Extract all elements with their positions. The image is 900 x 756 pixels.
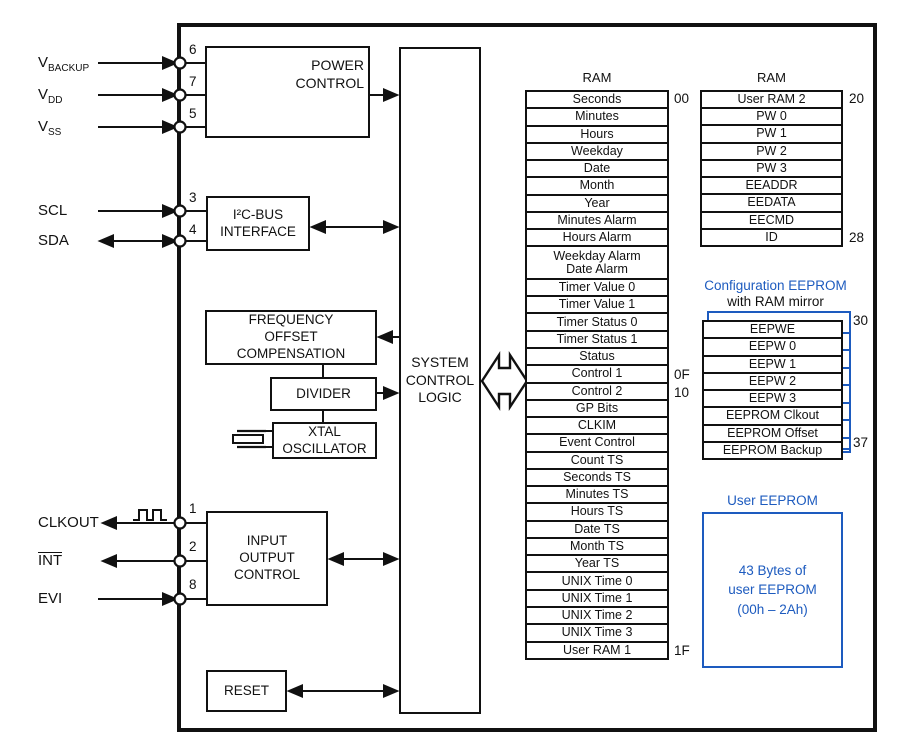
pin-label-int: INT <box>38 552 63 569</box>
pin-label-sub: BACKUP <box>48 63 90 74</box>
addr-00: 00 <box>674 91 690 106</box>
user-eeprom-text-line: user EEPROM <box>728 582 817 598</box>
ram-right-title: RAM <box>757 70 786 85</box>
register-cell: Minutes TS <box>525 485 669 505</box>
ram-left-table: Seconds Minutes Hours Weekday Date Month… <box>525 90 669 660</box>
pin-label-sub: SS <box>48 127 62 138</box>
crystal-icon <box>232 429 272 449</box>
pin-number-8: 8 <box>189 577 197 592</box>
addr-1F: 1F <box>674 643 690 658</box>
pin-label-sda: SDA <box>38 232 69 249</box>
config-eeprom-subtitle: with RAM mirror <box>727 294 824 309</box>
pin-circles <box>173 56 187 606</box>
pin-label-text: V <box>38 86 49 103</box>
ram-left-title: RAM <box>582 70 612 85</box>
pin-label-clkout: CLKOUT <box>38 514 99 531</box>
internal-arrows <box>286 87 400 699</box>
config-eeprom-table: EEPWE EEPW 0 EEPW 1 EEPW 2 EEPW 3 EEPROM… <box>702 320 843 460</box>
register-cell: User RAM 1 <box>525 640 669 660</box>
user-eeprom-text-line: 43 Bytes of <box>738 562 807 578</box>
block-label-line: CONTROL <box>405 371 475 388</box>
block-label-line: XTAL <box>308 423 341 439</box>
block-label-line: INTERFACE <box>220 223 296 239</box>
register-cell: Weekday <box>525 141 669 162</box>
pin-number-1: 1 <box>189 501 197 516</box>
input-output-control-block: INPUT OUTPUT CONTROL <box>206 511 328 606</box>
block-label-line: INPUT <box>246 533 288 549</box>
block-label-line: FREQUENCY <box>248 312 334 328</box>
pin-label-vss: VSS <box>38 118 61 138</box>
pin-label-vbackup: VBACKUP <box>38 54 89 74</box>
pin-number-7: 7 <box>189 74 197 89</box>
register-cell: EEPWE <box>702 320 843 340</box>
addr-30: 30 <box>853 313 869 328</box>
bus-double-arrow <box>480 350 529 412</box>
clock-waveform-icon <box>133 509 167 521</box>
addr-28: 28 <box>849 230 865 245</box>
chip-outline <box>177 23 877 732</box>
register-cell-weekday-date-alarm: Weekday Alarm Date Alarm <box>525 245 669 280</box>
i2c-bus-interface-block: I²C-BUS INTERFACE <box>206 196 310 251</box>
block-label-line: CONTROL <box>295 75 364 92</box>
reset-block: RESET <box>206 670 287 712</box>
addr-0F: 0F <box>674 367 690 382</box>
addr-37: 37 <box>853 435 869 450</box>
pin-label-text: V <box>38 118 49 135</box>
pin-number-4: 4 <box>189 222 197 237</box>
user-eeprom-title: User EEPROM <box>727 493 818 508</box>
pin-number-3: 3 <box>189 190 197 205</box>
block-label-line: POWER <box>311 57 364 73</box>
register-cell: Timer Value 1 <box>525 295 669 315</box>
user-eeprom-box: 43 Bytes of user EEPROM (00h – 2Ah) <box>702 512 843 668</box>
user-eeprom-text-line: (00h – 2Ah) <box>737 601 808 617</box>
addr-20: 20 <box>849 91 865 106</box>
block-label-line: I²C-BUS <box>232 206 284 222</box>
pin-label-text: V <box>38 54 49 71</box>
pin-label-sub: DD <box>48 95 63 106</box>
register-cell: EEPROM Backup <box>702 440 843 460</box>
block-label-line: COMPENSATION <box>236 345 346 361</box>
block-label-line: OFFSET <box>264 329 318 345</box>
pin-label-text: INT <box>38 552 63 569</box>
pin-label-evi: EVI <box>38 590 63 607</box>
pin-number-5: 5 <box>189 106 197 121</box>
register-cell: Timer Status 1 <box>525 329 669 349</box>
block-label-line: CONTROL <box>233 566 300 582</box>
register-label: Weekday Alarm <box>553 248 641 263</box>
pin-number-6: 6 <box>189 42 197 57</box>
power-control-label: POWER CONTROL <box>296 56 364 92</box>
block-label-line: DIVIDER <box>296 385 351 401</box>
block-label-line: OSCILLATOR <box>282 440 367 456</box>
pin-label-vdd: VDD <box>38 86 62 106</box>
power-control-block: POWER CONTROL <box>205 46 370 138</box>
system-control-logic-block: SYSTEM CONTROL LOGIC <box>399 47 481 714</box>
block-label-line: SYSTEM <box>411 354 469 371</box>
block-label-line: RESET <box>223 682 269 698</box>
ram-right-table: User RAM 2 PW 0 PW 1 PW 2 PW 3 EEADDR EE… <box>700 90 843 247</box>
addr-10: 10 <box>674 385 690 400</box>
register-cell: EEADDR <box>700 176 843 196</box>
register-cell: ID <box>700 227 843 247</box>
block-label-line: LOGIC <box>418 389 462 406</box>
frequency-offset-compensation-block: FREQUENCY OFFSET COMPENSATION <box>205 310 377 365</box>
divider-block: DIVIDER <box>270 377 377 411</box>
block-label-line: OUTPUT <box>239 550 295 566</box>
pin-number-2: 2 <box>189 539 197 554</box>
config-eeprom-title: Configuration EEPROM <box>704 278 847 293</box>
xtal-oscillator-block: XTAL OSCILLATOR <box>272 422 377 459</box>
register-label: Date Alarm <box>566 261 628 276</box>
register-cell: UNIX Time 2 <box>525 605 669 626</box>
pin-label-scl: SCL <box>38 202 68 219</box>
register-cell: Year TS <box>525 554 669 574</box>
